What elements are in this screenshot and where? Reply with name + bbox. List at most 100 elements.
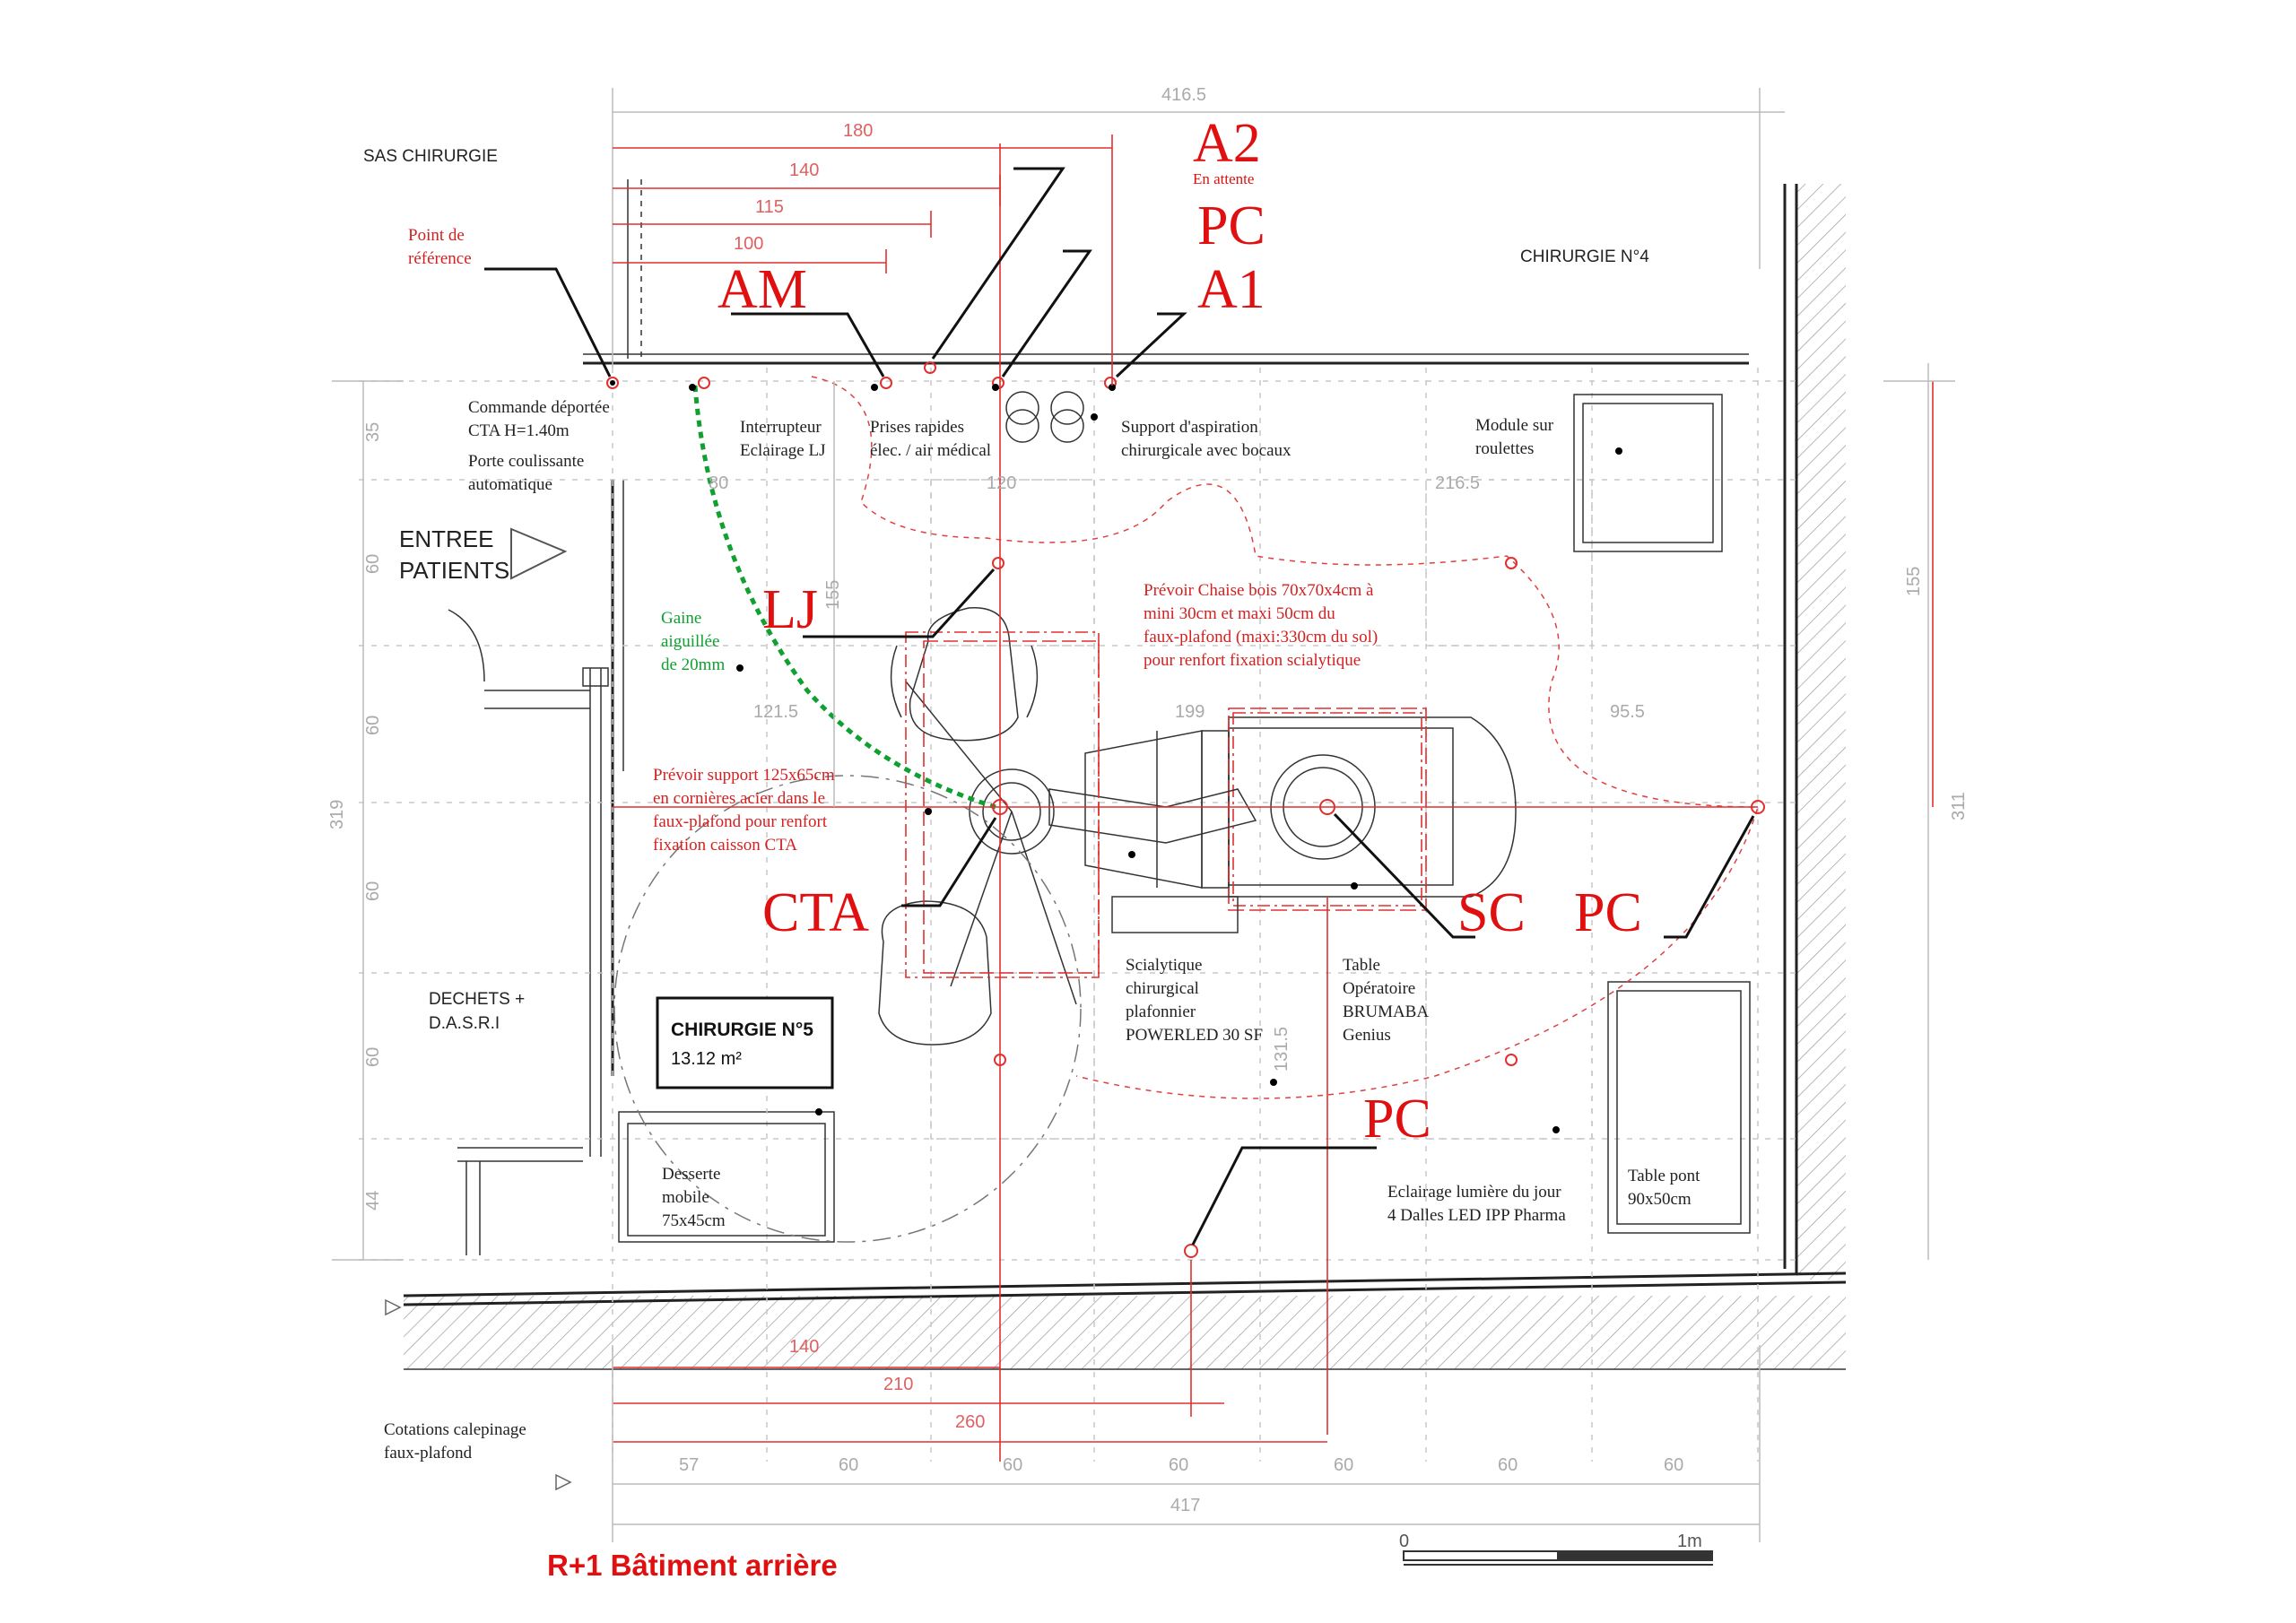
porte-note-2: automatique (468, 475, 552, 494)
bottom-wall-hatch (404, 1296, 1846, 1369)
support-note-1: Prévoir support 125x65cm (653, 766, 835, 785)
marker-a2-sub: En attente (1193, 170, 1254, 187)
cmd-note-2: CTA H=1.40m (468, 421, 570, 440)
dim-in-199: 199 (1175, 702, 1205, 722)
table-note-2: Opératoire (1343, 979, 1415, 998)
dim-140: 140 (789, 161, 819, 180)
prises-note-1: Prises rapides (870, 418, 964, 437)
marker-lj: LJ (762, 579, 818, 640)
gaine-note-1: Gaine (661, 609, 701, 628)
dim-bottom-60c: 60 (1169, 1455, 1188, 1475)
dim-in-2165: 216.5 (1435, 473, 1480, 493)
entree-label-2: PATIENTS (399, 557, 509, 584)
scia-note-4: POWERLED 30 SF (1126, 1026, 1263, 1045)
marker-pc-top: PC (1197, 195, 1265, 256)
ref-note-2: référence (408, 249, 472, 268)
entrance-arrow-icon (510, 527, 568, 580)
cmd-note-1: Commande déportée (468, 398, 610, 417)
desserte-note-1: Desserte (662, 1165, 720, 1184)
dim-left-35: 35 (363, 422, 383, 442)
dim-115: 115 (755, 197, 784, 217)
room-title: CHIRURGIE N°5 (671, 1020, 813, 1040)
footer-title: R+1 Bâtiment arrière (547, 1549, 838, 1582)
room-label-box (656, 996, 834, 1089)
top-dimensions (612, 88, 1785, 386)
marker-triangle-icon (385, 1298, 402, 1316)
gaine-path (692, 385, 996, 810)
dim-in-120: 120 (987, 473, 1016, 493)
scale-0: 0 (1399, 1532, 1409, 1551)
bottom-dimensions (612, 1345, 1761, 1542)
asp-note-2: chirurgicale avec bocaux (1121, 441, 1292, 460)
dim-in-80: 80 (709, 473, 728, 493)
dim-right-155: 155 (1904, 567, 1924, 596)
dim-top-total: 416.5 (1161, 85, 1206, 105)
right-wall-hatch (1796, 184, 1846, 1280)
gaine-note-3: de 20mm (661, 655, 725, 674)
dim-100: 100 (734, 234, 763, 254)
marker-pc-right: PC (1574, 882, 1642, 943)
support-note-4: fixation caisson CTA (653, 836, 797, 855)
support-note-3: faux-plafond pour renfort (653, 812, 828, 831)
dim-bottom-417: 417 (1170, 1496, 1200, 1515)
marker-a2: A2 (1193, 113, 1261, 174)
tpont-note-2: 90x50cm (1628, 1190, 1692, 1209)
tpont-note-1: Table pont (1628, 1167, 1700, 1185)
module-note-2: roulettes (1475, 439, 1534, 458)
calep-note-1: Cotations calepinage (384, 1420, 526, 1439)
scia-note-2: chirurgical (1126, 979, 1199, 998)
marker-pc-bottom: PC (1363, 1089, 1431, 1150)
inter-note-1: Interrupteur (740, 418, 822, 437)
marker-leaders (484, 167, 1755, 1245)
dim-bottom-60b: 60 (1003, 1455, 1022, 1475)
left-dimensions (332, 380, 835, 1261)
dim-bottom-210: 210 (883, 1375, 913, 1394)
dechets-label-1: DECHETS + (429, 990, 525, 1009)
marker-cta: CTA (762, 882, 869, 943)
dim-v-155: 155 (823, 580, 843, 610)
ceiling-grid (359, 368, 1803, 1462)
entree-label-1: ENTREE (399, 525, 493, 552)
chaise-note-4: pour renfort fixation scialytique (1144, 651, 1361, 670)
dim-bottom-60d: 60 (1334, 1455, 1353, 1475)
marker-a1: A1 (1197, 259, 1265, 320)
dim-bottom-140: 140 (789, 1337, 819, 1357)
chaise-note-3: faux-plafond (maxi:330cm du sol) (1144, 628, 1378, 647)
dim-left-60a: 60 (363, 554, 383, 574)
gaine-note-2: aiguillée (661, 632, 719, 651)
dim-left-60c: 60 (363, 881, 383, 901)
inter-note-2: Eclairage LJ (740, 441, 825, 460)
dim-bottom-60e: 60 (1498, 1455, 1518, 1475)
room-area: 13.12 m² (671, 1049, 742, 1069)
dim-180: 180 (843, 121, 873, 141)
room-sas: SAS CHIRURGIE (363, 147, 498, 166)
dim-left-60b: 60 (363, 716, 383, 735)
asp-note-1: Support d'aspiration (1121, 418, 1258, 437)
dim-bottom-260: 260 (955, 1412, 985, 1432)
dim-left-319: 319 (327, 800, 347, 829)
chaise-note-2: mini 30cm et maxi 50cm du (1144, 604, 1335, 623)
scialytique (878, 607, 1257, 1046)
scia-note-3: plafonnier (1126, 1002, 1196, 1021)
table-note-3: BRUMABA (1343, 1002, 1429, 1021)
dim-in-1315: 131.5 (1272, 1027, 1292, 1072)
module-note-1: Module sur (1475, 416, 1554, 435)
table-note-4: Genius (1343, 1026, 1391, 1045)
dim-left-44: 44 (363, 1191, 383, 1211)
dim-bottom-57: 57 (679, 1455, 699, 1475)
ecl-note-2: 4 Dalles LED IPP Pharma (1387, 1206, 1566, 1225)
dim-in-955: 95.5 (1610, 702, 1645, 722)
chaise-note-1: Prévoir Chaise bois 70x70x4cm à (1144, 581, 1374, 600)
desserte-note-3: 75x45cm (662, 1211, 726, 1230)
dim-right-311: 311 (1949, 792, 1969, 820)
dim-bottom-60a: 60 (839, 1455, 858, 1475)
dim-in-1215: 121.5 (753, 702, 798, 722)
dechets-label-2: D.A.S.R.I (429, 1014, 500, 1033)
calep-note-2: faux-plafond (384, 1444, 473, 1462)
porte-note-1: Porte coulissante (468, 452, 584, 471)
desserte-note-2: mobile (662, 1188, 709, 1207)
ecl-note-1: Eclairage lumière du jour (1387, 1183, 1561, 1202)
scale-1m: 1m (1677, 1532, 1702, 1551)
table-note-1: Table (1343, 956, 1380, 975)
